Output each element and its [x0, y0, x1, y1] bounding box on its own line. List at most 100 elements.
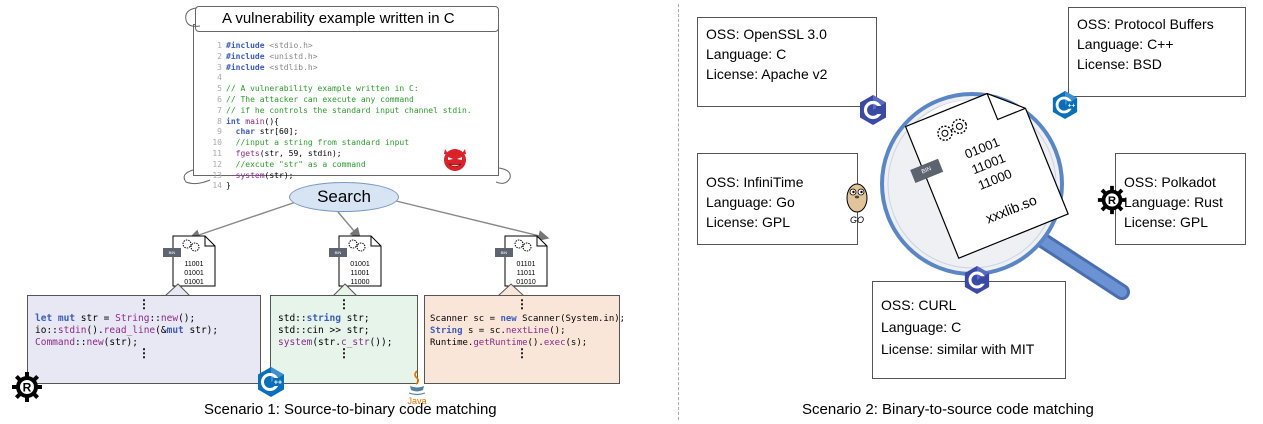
c-code-block: 1#include <stdio.h>2#include <unistd.h>3… [208, 41, 472, 192]
code-token: read_line [103, 325, 156, 336]
ellipsis-bottom: ⋮ [138, 346, 150, 360]
svg-text:++: ++ [274, 380, 282, 387]
code-token: getRuntime [473, 338, 528, 348]
code-line: 1#include <stdio.h> [208, 41, 472, 52]
svg-text:R: R [1108, 195, 1116, 207]
cpp-code-lines: std::string str;std::cin >> str;system(s… [278, 313, 417, 349]
code-token: (){ [264, 116, 279, 126]
code-token: Scanner sc = [430, 314, 501, 324]
code-token: <stdio.h> [269, 41, 313, 50]
code-token: system [235, 170, 265, 180]
cpp-logo-icon: ++ [1052, 91, 1078, 119]
bin-file-icon [904, 92, 1069, 259]
oss-name: OSS: CURL [881, 297, 957, 313]
ellipsis-bottom: ⋮ [516, 346, 528, 360]
oss-box-protobuf: OSS: Protocol Buffers Language: C++ Lice… [1068, 7, 1246, 97]
oss-language: Language: Rust [1124, 194, 1223, 210]
code-token: <stdlib.h> [269, 62, 318, 72]
line-number: 6 [217, 94, 222, 104]
code-token: s = sc. [467, 326, 506, 336]
rust-code-lines: let mut str = String::new();io::stdin().… [35, 313, 260, 349]
code-token: char [235, 127, 260, 137]
line-number: 2 [217, 51, 222, 61]
line-number: 1 [217, 41, 222, 50]
code-line: 3#include <stdlib.h> [208, 63, 472, 74]
oss-language: Language: Go [706, 194, 795, 210]
code-token: ()); [369, 337, 393, 348]
oss-name: OSS: InfiniTime [706, 174, 804, 190]
oss-box-openssl: OSS: OpenSSL 3.0 Language: C License: Ap… [697, 17, 877, 107]
code-token: str); [189, 325, 219, 336]
scenario1-caption: Scenario 1: Source-to-binary code matchi… [204, 401, 497, 418]
oss-language: Language: C++ [1077, 36, 1174, 52]
code-token: :: [149, 313, 161, 324]
code-line: std::cin >> str; [278, 325, 417, 337]
java-code-lines: Scanner sc = new Scanner(System.in);Stri… [430, 313, 625, 349]
code-token: #include [226, 51, 270, 61]
scroll-icon [183, 7, 511, 185]
code-line: std::string str; [278, 313, 417, 325]
oss-license: License: similar with MIT [881, 341, 1035, 357]
code-scroll: 1#include <stdio.h>2#include <unistd.h>3… [193, 24, 499, 190]
code-token: nextLine [505, 326, 550, 336]
code-line: 13 system(str); [208, 171, 472, 182]
code-line: 6// The attacker can execute any command [208, 95, 472, 106]
bin-tag: BIN [163, 248, 181, 257]
code-line: Command::new(str); [35, 337, 260, 349]
code-token: Scanner(System.in); [522, 314, 626, 324]
oss-language: Language: C [706, 46, 787, 62]
java-code-box: ⋮ Scanner sc = new Scanner(System.in);St… [424, 295, 625, 384]
code-line: Runtime.getRuntime().exec(s); [430, 337, 619, 349]
line-number: 3 [217, 62, 222, 72]
c-logo-icon [860, 95, 886, 125]
callout-pointers [164, 283, 525, 297]
scroll-title: A vulnerability example written in C [222, 10, 455, 27]
code-token: (); [178, 313, 196, 324]
rust-code-box: ⋮ let mut str = String::new();io::stdin(… [27, 295, 261, 384]
code-token: mut [166, 325, 190, 336]
code-token: stdin [57, 325, 87, 336]
bin-file-icon [504, 235, 548, 287]
center-binary-file: BIN 01001 11001 11000 xxxlib.so [897, 77, 1074, 265]
code-token: //input a string from standard input [226, 138, 410, 148]
line-number: 7 [217, 105, 222, 115]
bin-tag: BIN [329, 248, 347, 257]
code-line: 4 [208, 73, 472, 84]
line-number: 12 [212, 159, 222, 169]
rust-logo-icon: R [12, 372, 42, 402]
code-token: new [500, 314, 523, 324]
code-token: str = [80, 313, 116, 324]
bin-tag-label: BIN [920, 166, 933, 176]
code-token: new [160, 313, 179, 324]
oss-language: Language: C [881, 319, 962, 335]
line-number: 10 [212, 138, 222, 148]
ellipsis-top: ⋮ [516, 297, 528, 311]
scenario2-caption: Scenario 2: Binary-to-source code matchi… [802, 401, 1094, 418]
oss-box-curl: OSS: CURL Language: C License: similar w… [872, 281, 1066, 379]
svg-text:GO: GO [850, 215, 864, 225]
code-token: String [115, 313, 150, 324]
line-number: 8 [217, 116, 222, 126]
code-token: (str); [103, 337, 138, 348]
gear-icon [937, 118, 968, 141]
line-number: 11 [212, 148, 222, 158]
digit-row: 11001 [350, 270, 370, 277]
code-line: 14} [208, 181, 472, 192]
code-token: (). [86, 325, 104, 336]
code-token: (); [549, 326, 566, 336]
code-token: new [86, 337, 104, 348]
code-token: (str); [264, 170, 294, 180]
code-token: std::cin >> str; [278, 325, 370, 336]
bin-file-icon [172, 235, 216, 287]
code-token: str[60]; [259, 127, 299, 137]
digit-row: 11001 [184, 261, 204, 268]
code-token: fgets [235, 148, 260, 158]
search-label: Search [317, 187, 371, 206]
scenario-divider [678, 4, 679, 420]
code-token: exec [543, 338, 566, 348]
code-token: system [278, 337, 313, 348]
